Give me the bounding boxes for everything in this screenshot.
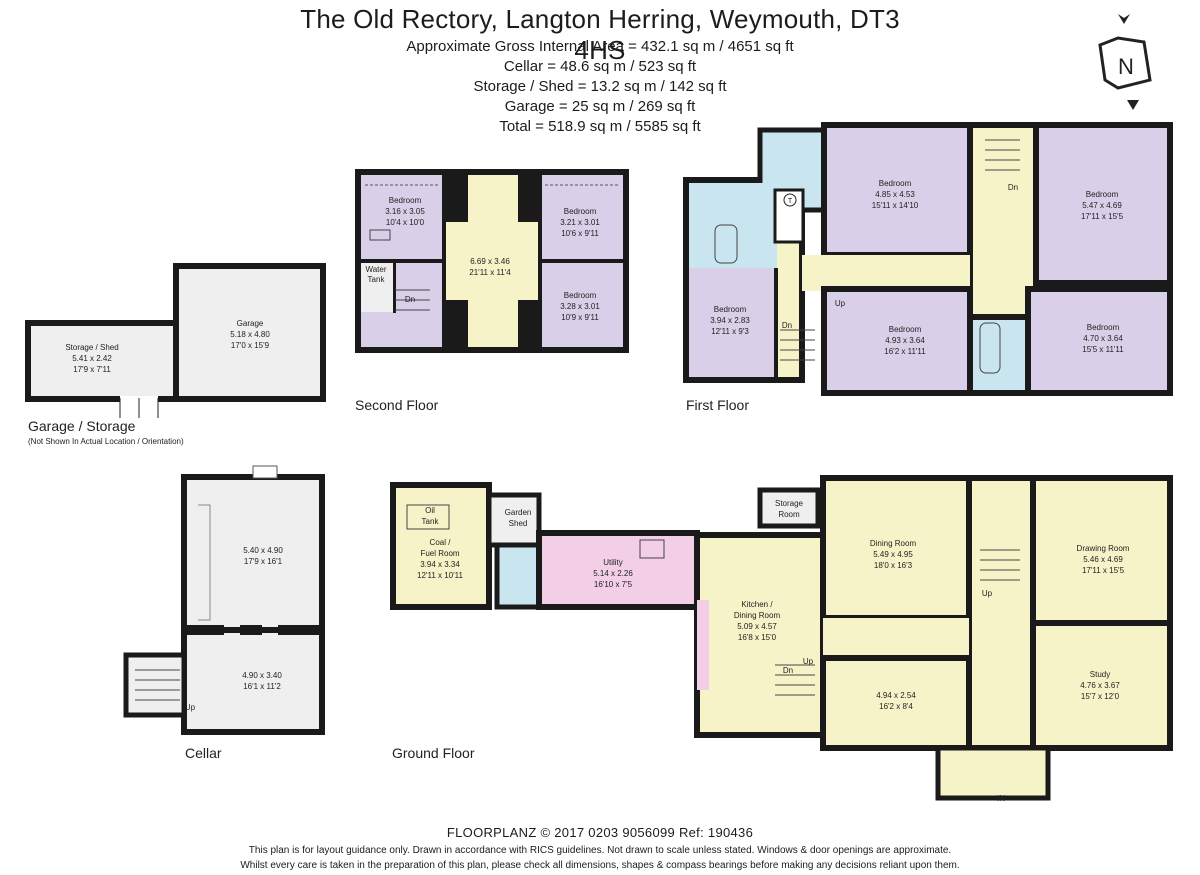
gf-stairs-down-kitchen: Dn [783,666,793,675]
gf-stairs-up-hall: Up [982,589,993,598]
first-floor-plan [683,122,1173,396]
garage-storage-plan [25,263,326,418]
sf-landing-imperial: 21'11 x 11'4 [469,268,511,277]
sf-bedroom-3-name: Bedroom [564,291,597,300]
kitchen-label-1: Kitchen / [741,600,773,609]
garage-floor-label: Garage / Storage [28,418,136,434]
ground-floor-label: Ground Floor [392,745,475,761]
ff-tank-marker: T [788,198,793,205]
cellar-stairs-up: Up [185,703,196,712]
garage-area-line: Garage = 25 sq m / 269 sq ft [504,98,696,115]
dining-room-imperial: 18'0 x 16'3 [874,561,913,570]
ff-bedroom-e-name: Bedroom [1087,323,1120,332]
sf-landing-metric: 6.69 x 3.46 [470,257,510,266]
ff-bedroom-ne-metric: 5.47 x 4.69 [1082,201,1122,210]
ff-stairs-up: Up [835,299,846,308]
coal-room-label-2: Fuel Room [420,549,459,558]
sf-bedroom-3-metric: 3.28 x 3.01 [560,302,600,311]
sf-bedroom-1-name: Bedroom [389,196,422,205]
water-tank-label-2: Tank [368,275,386,284]
garden-shed-label-2: Shed [509,519,528,528]
shed-area-line: Storage / Shed = 13.2 sq m / 142 sq ft [473,78,727,95]
garage-floor-note: (Not Shown In Actual Location / Orientat… [28,437,184,446]
ff-bedroom-nw-name: Bedroom [879,179,912,188]
ff-bedroom-ne-name: Bedroom [1086,190,1119,199]
cellar-plan [123,465,325,735]
cellar-area-line: Cellar = 48.6 sq m / 523 sq ft [503,58,697,75]
ff-bedroom-w-imperial: 12'11 x 9'3 [711,327,749,336]
ff-stairs-down-east: Dn [1008,183,1018,192]
study-name: Study [1090,670,1110,679]
sf-bedroom-2-name: Bedroom [564,207,597,216]
gf-stairs-up-kitchen: Up [803,657,814,666]
first-floor-label: First Floor [686,397,749,413]
gf-room-metric: 4.94 x 2.54 [876,691,916,700]
cellar-main-imperial: 17'9 x 16'1 [244,557,283,566]
storage-room-label-1: Storage [775,499,804,508]
kitchen-imperial: 16'8 x 15'0 [738,633,777,642]
storage-shed-imperial: 17'9 x 7'11 [73,365,111,374]
utility-metric: 5.14 x 2.26 [593,569,633,578]
dining-room-metric: 5.49 x 4.95 [873,550,913,559]
kitchen-label-2: Dining Room [734,611,781,620]
utility-imperial: 16'10 x 7'5 [594,580,633,589]
ff-stairs-down-west: Dn [782,321,792,330]
ff-bedroom-e-metric: 4.70 x 3.64 [1083,334,1123,343]
second-floor-plan [355,169,629,353]
ground-floor-plan [390,475,1173,801]
gross-area-line: Approximate Gross Internal Area = 432.1 … [406,38,794,55]
garage-imperial: 17'0 x 15'9 [231,341,270,350]
drawing-room-imperial: 17'11 x 15'5 [1082,566,1125,575]
cellar-main-metric: 5.40 x 4.90 [243,546,283,555]
cellar-small-metric: 4.90 x 3.40 [242,671,282,680]
oil-tank-label-1: Oil [425,506,435,515]
entrance-marker: IN [997,794,1005,803]
study-metric: 4.76 x 3.67 [1080,681,1120,690]
coal-room-metric: 3.94 x 3.34 [420,560,460,569]
compass-icon: N [1098,14,1152,110]
page-title: The Old Rectory, Langton Herring, Weymou… [300,4,900,65]
sf-bedroom-2-imperial: 10'6 x 9'11 [561,229,599,238]
garage-metric: 5.18 x 4.80 [230,330,270,339]
ff-bedroom-mid-name: Bedroom [889,325,922,334]
dining-room-name: Dining Room [870,539,917,548]
ff-bedroom-ne-imperial: 17'11 x 15'5 [1081,212,1124,221]
ff-bedroom-mid-metric: 4.93 x 3.64 [885,336,925,345]
storage-shed-name: Storage / Shed [65,343,118,352]
sf-bedroom-3-imperial: 10'9 x 9'11 [561,313,599,322]
coal-room-imperial: 12'11 x 10'11 [417,571,463,580]
study-imperial: 15'7 x 12'0 [1081,692,1120,701]
coal-room-label-1: Coal / [430,538,452,547]
ff-bedroom-mid-imperial: 16'2 x 11'11 [884,347,926,356]
sf-bedroom-1-imperial: 10'4 x 10'0 [386,218,425,227]
drawing-room-metric: 5.46 x 4.69 [1083,555,1123,564]
footer-credit: FLOORPLANZ © 2017 0203 9056099 Ref: 1904… [446,825,754,840]
cellar-small-imperial: 16'1 x 11'2 [243,682,281,691]
ff-bedroom-w-metric: 3.94 x 2.83 [710,316,750,325]
water-tank-label-1: Water [365,265,386,274]
sf-bedroom-1-metric: 3.16 x 3.05 [385,207,425,216]
footer-disclaimer-2: Whilst every care is taken in the prepar… [240,860,960,871]
garden-shed-label-1: Garden [505,508,532,517]
total-area-line: Total = 518.9 sq m / 5585 sq ft [499,118,701,135]
ff-bedroom-nw-metric: 4.85 x 4.53 [875,190,915,199]
ff-bedroom-nw-imperial: 15'11 x 14'10 [872,201,919,210]
kitchen-metric: 5.09 x 4.57 [737,622,777,631]
cellar-label: Cellar [185,745,222,761]
ff-bedroom-w-name: Bedroom [714,305,747,314]
sf-stairs-down: Dn [405,295,415,304]
storage-room-label-2: Room [778,510,800,519]
storage-shed-metric: 5.41 x 2.42 [72,354,112,363]
drawing-room-name: Drawing Room [1077,544,1130,553]
compass-n-label: N [1118,54,1134,79]
oil-tank-label-2: Tank [422,517,440,526]
gf-room-imperial: 16'2 x 8'4 [879,702,913,711]
sf-bedroom-2-metric: 3.21 x 3.01 [560,218,600,227]
footer-disclaimer-1: This plan is for layout guidance only. D… [248,845,952,856]
second-floor-label: Second Floor [355,397,439,413]
garage-name: Garage [237,319,264,328]
ff-bedroom-e-imperial: 15'5 x 11'11 [1082,345,1124,354]
utility-name: Utility [603,558,623,567]
